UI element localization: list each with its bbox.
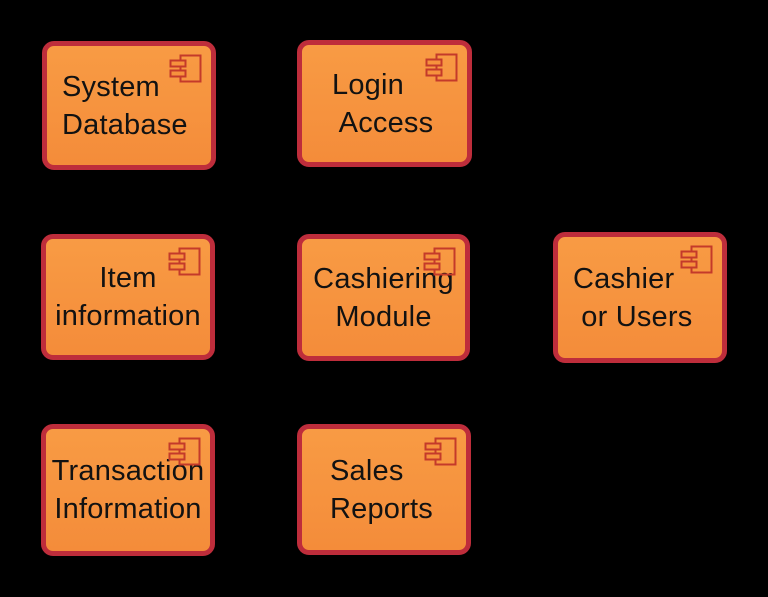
component-label: Login Access	[332, 68, 434, 139]
component-node-cashiering-module[interactable]: Cashiering Module	[297, 234, 470, 361]
component-node-login-access[interactable]: Login Access	[297, 40, 472, 167]
component-node-system-database[interactable]: System Database	[42, 41, 216, 170]
uml-component-icon	[424, 437, 457, 466]
component-label: Cashier or Users	[573, 262, 693, 333]
uml-component-icon	[680, 245, 713, 274]
component-label: Transaction Information	[51, 455, 205, 525]
uml-component-icon	[425, 53, 458, 82]
component-label: Sales Reports	[330, 454, 433, 525]
component-label: Item information	[55, 262, 201, 332]
component-label: System Database	[62, 70, 188, 141]
component-node-sales-reports[interactable]: Sales Reports	[297, 424, 471, 555]
component-node-cashier-or-users[interactable]: Cashier or Users	[553, 232, 727, 363]
component-node-item-information[interactable]: Item information	[41, 234, 215, 360]
uml-component-icon	[168, 437, 201, 466]
component-node-transaction-information[interactable]: Transaction Information	[41, 424, 215, 556]
uml-component-icon	[169, 54, 202, 83]
uml-component-icon	[168, 247, 201, 276]
uml-component-icon	[423, 247, 456, 276]
